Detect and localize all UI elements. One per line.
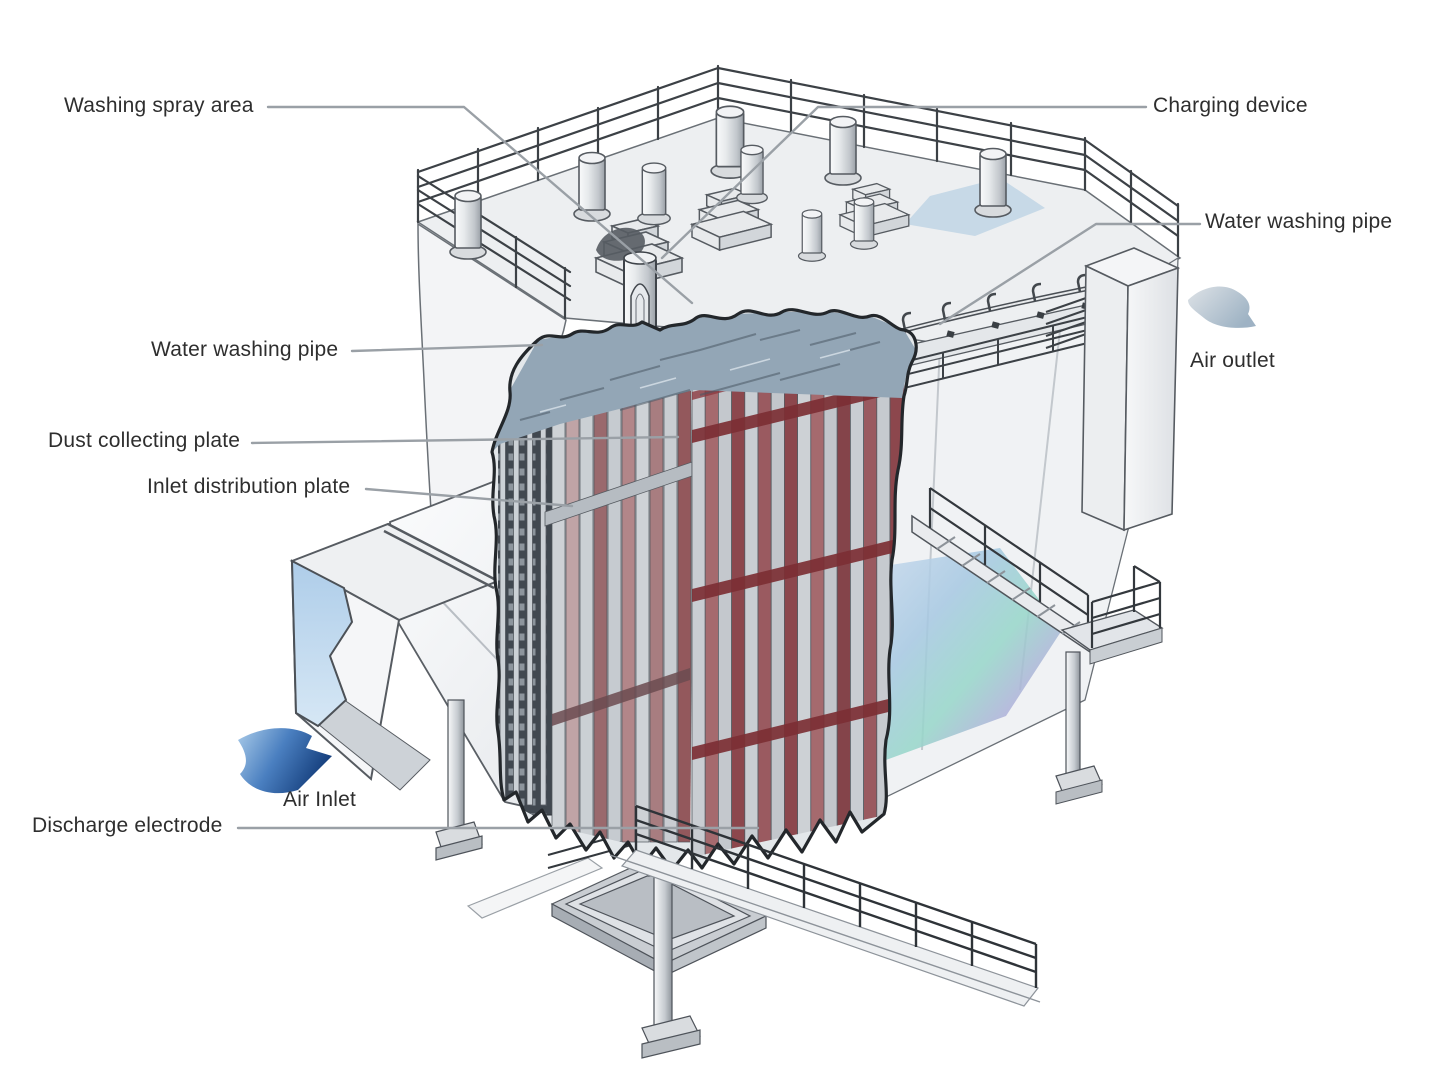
air-inlet-arrow — [238, 728, 332, 794]
label-inlet-distribution-plate: Inlet distribution plate — [147, 475, 351, 498]
side-stair — [911, 487, 1164, 805]
walkway-plank — [466, 857, 604, 919]
label-air-outlet: Air outlet — [1190, 349, 1275, 372]
roof-blue-patch — [905, 178, 1045, 236]
label-water-washing-pipe-right: Water washing pipe — [1205, 210, 1393, 233]
cutaway-internals — [490, 308, 918, 872]
leader-water-washing-pipe-right — [938, 222, 1202, 326]
washing-pipe-walkway — [877, 273, 1113, 393]
electrode-tubes-side — [544, 389, 693, 843]
label-air-inlet: Air Inlet — [283, 788, 356, 811]
inlet-cutaway-glass — [290, 559, 354, 728]
label-dust-collecting-plate: Dust collecting plate — [48, 429, 241, 452]
leader-inlet-distribution-plate — [364, 487, 574, 508]
label-water-washing-pipe-left: Water washing pipe — [151, 338, 339, 361]
leader-charging-device — [660, 105, 1148, 260]
inlet-distribution-plate — [498, 414, 557, 816]
bottom-stair-railing — [609, 804, 1041, 1007]
leader-water-washing-pipe-left — [350, 343, 544, 353]
support-column-right — [1065, 651, 1081, 779]
support-column-center — [653, 871, 673, 1031]
roof-railing — [416, 64, 1180, 320]
label-charging-device: Charging device — [1153, 94, 1308, 117]
label-washing-spray-area: Washing spray area — [64, 94, 254, 117]
air-outlet-arrow — [1188, 286, 1256, 328]
washing-spray-area-surface — [492, 312, 916, 452]
supports-and-basin — [435, 699, 768, 1059]
dust-collecting-plates — [691, 330, 906, 858]
label-discharge-electrode: Discharge electrode — [32, 814, 223, 837]
leader-washing-spray-area — [266, 105, 694, 305]
leader-lines — [236, 105, 1202, 830]
air-outlet-duct — [1045, 247, 1181, 532]
leader-dust-collecting-plate — [250, 435, 680, 445]
spray-nozzles — [901, 273, 1090, 338]
